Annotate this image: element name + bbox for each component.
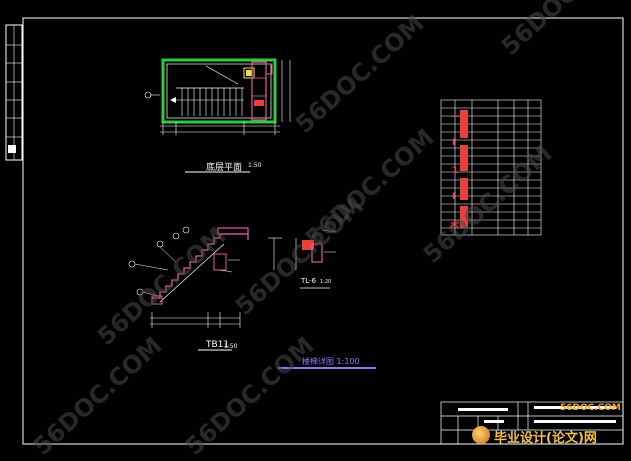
stair-title: 楼梯详图 1:100 bbox=[302, 357, 360, 366]
cad-drawing bbox=[5, 17, 624, 445]
plan-title: 底层平面 bbox=[206, 163, 243, 173]
binding-strip-rows bbox=[6, 25, 22, 160]
site-name: 毕业设计(论文)网 bbox=[494, 431, 597, 446]
side-note: 1 bbox=[452, 166, 459, 176]
side-note: 一 bbox=[451, 113, 461, 123]
binding-mark bbox=[8, 145, 16, 153]
title-block bbox=[440, 401, 624, 445]
title-block-fills bbox=[458, 406, 616, 423]
beam-detail bbox=[268, 229, 337, 270]
schedule-table bbox=[440, 99, 542, 236]
side-note: I bbox=[452, 192, 456, 202]
stair-plan bbox=[144, 58, 291, 135]
beam-scale: 1:20 bbox=[320, 279, 332, 285]
stair-section bbox=[128, 226, 249, 328]
section-scale: 1:50 bbox=[224, 343, 238, 350]
drawing-border bbox=[22, 17, 624, 445]
site-logo-text: 56DOC.COM bbox=[560, 403, 621, 413]
site-logo-icon bbox=[472, 426, 490, 444]
side-note: I bbox=[452, 138, 456, 148]
plan-scale: 1:50 bbox=[248, 162, 262, 169]
section-title: TB11 bbox=[206, 340, 230, 350]
beam-label: TL-6 bbox=[301, 277, 317, 285]
schedule-red-entries bbox=[460, 110, 468, 228]
side-note: 木 bbox=[450, 221, 460, 231]
